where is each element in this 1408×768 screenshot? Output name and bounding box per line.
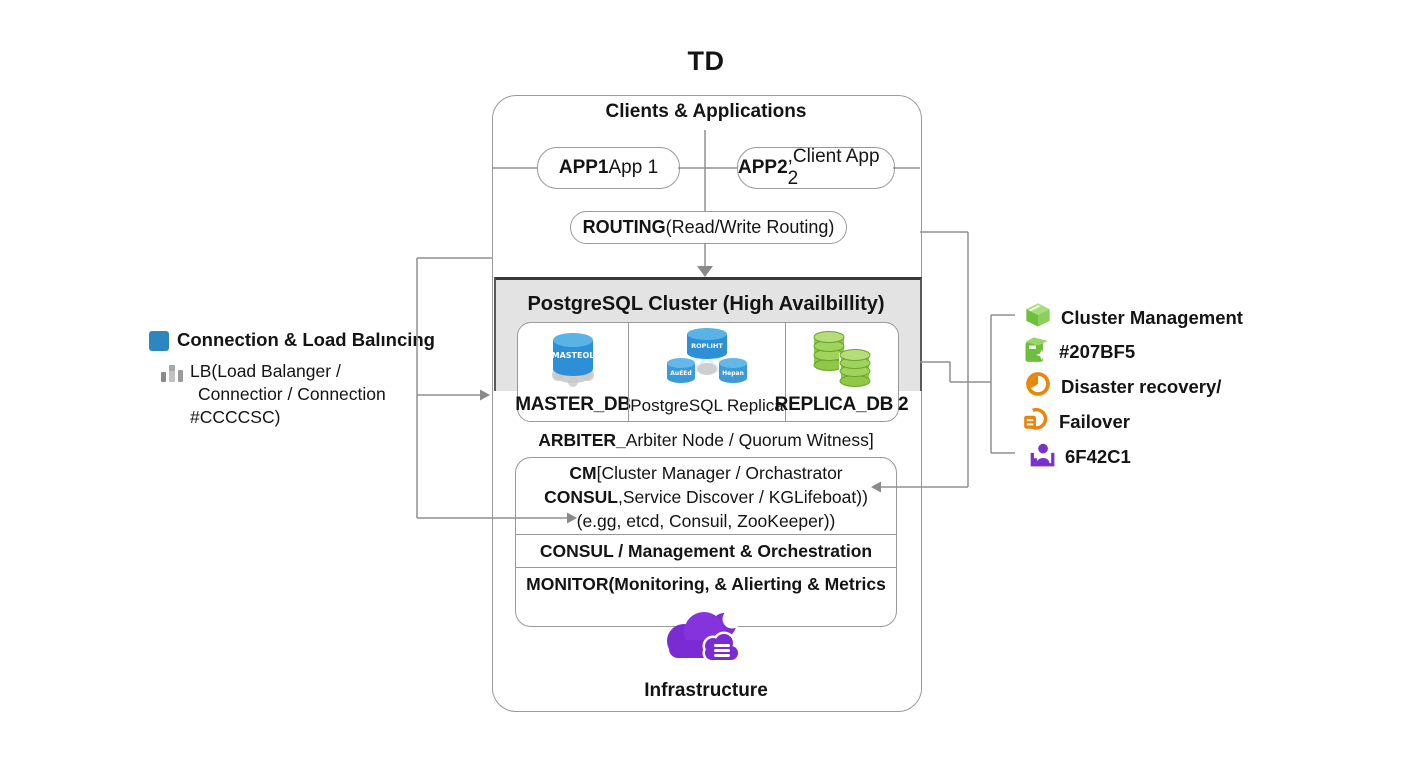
page-title: TD bbox=[687, 46, 725, 76]
legend-row-failover: Failover bbox=[1022, 405, 1130, 438]
replica-label: PostgreSQL Replica bbox=[630, 396, 784, 415]
app2-label-rest: ,Client App 2 bbox=[787, 146, 880, 189]
replica-cell: ROPLIHT AuEEd Hepan PostgreSQL Replica bbox=[628, 323, 785, 421]
app2-label-bold: APP2 bbox=[738, 157, 788, 178]
management-box: CM[Cluster Manager / Orchastrator CONSUL… bbox=[515, 457, 897, 627]
cm-line1-bold: CM bbox=[569, 463, 597, 483]
routing-label-rest: (Read/Write Routing) bbox=[665, 217, 835, 237]
master-db-cell: MASTEOL MASTER_DB bbox=[515, 323, 631, 421]
replica-icon-text-left: AuEEd bbox=[670, 370, 691, 377]
lb-bars-icon bbox=[161, 364, 185, 389]
cluster-header: PostgreSQL Cluster (High Availbillity) bbox=[527, 293, 885, 315]
legend-label: Failover bbox=[1059, 410, 1130, 432]
legend-row-cluster-management: Cluster Management bbox=[1024, 301, 1243, 334]
arbiter-label-bold: ARBITER_ bbox=[538, 430, 626, 450]
cm-line1-rest: [Cluster Manager / Orchastrator bbox=[596, 463, 843, 483]
legend-row-6f42c1: 6F42C1 bbox=[1028, 440, 1131, 473]
infrastructure-label: Infrastructure bbox=[644, 680, 768, 701]
legend-label: Cluster Management bbox=[1061, 306, 1243, 328]
failover-icon bbox=[1022, 405, 1050, 438]
user-icon bbox=[1028, 440, 1056, 473]
app1-box: APP1 App 1 bbox=[537, 147, 680, 189]
left-legend-title: Connection & Load Balıncing bbox=[177, 329, 435, 350]
package-icon bbox=[1022, 335, 1050, 368]
legend-row-207bf5: #207BF5 bbox=[1022, 335, 1135, 368]
arbiter-label-rest: Arbiter Node / Quorum Witness] bbox=[625, 430, 874, 450]
master-db-icon: MASTEOL bbox=[540, 327, 606, 394]
monitor-row: MONITOR(Monitoring, & Alierting & Metric… bbox=[526, 573, 886, 594]
consul-row: CONSUL / Management & Orchestration bbox=[516, 535, 896, 568]
legend-label: Disaster recovery/ bbox=[1061, 375, 1222, 397]
routing-label-bold: ROUTING bbox=[582, 217, 666, 237]
replica-icon-text-top: ROPLIHT bbox=[691, 342, 723, 350]
cm-line2-rest: ,Service Discover / KGLifeboat)) bbox=[617, 487, 868, 507]
cm-line1: CM[Cluster Manager / Orchastrator bbox=[516, 461, 896, 485]
cube-icon bbox=[1024, 301, 1052, 334]
routing-box: ROUTING(Read/Write Routing) bbox=[570, 211, 847, 244]
replica-db2-icon bbox=[810, 327, 874, 394]
clock-icon bbox=[1024, 370, 1052, 403]
lb-line1: LB(Load Balanger / bbox=[190, 361, 341, 381]
legend-label: 6F42C1 bbox=[1065, 445, 1131, 467]
cm-line2-bold: CONSUL bbox=[544, 487, 618, 507]
lb-line3: #CCCCSC) bbox=[190, 407, 281, 427]
replica-db-icon: ROPLIHT AuEEd Hepan bbox=[662, 327, 752, 396]
cm-line3: (e.gg, etcd, Consuil, ZooKeeper)) bbox=[576, 511, 836, 531]
master-db-label: MASTER_DB bbox=[515, 394, 631, 415]
database-row: MASTEOL MASTER_DB ROPLIHT bbox=[515, 322, 909, 422]
legend-row-disaster-recovery: Disaster recovery/ bbox=[1024, 370, 1221, 403]
app2-box: APP2,Client App 2 bbox=[737, 146, 895, 189]
replica2-label: REPLICA_DB 2 bbox=[774, 394, 909, 415]
arrow-right-into-cluster bbox=[480, 389, 490, 401]
lb-legend-text: LB(Load Balanger / Connectior / Connecti… bbox=[190, 360, 430, 429]
legend-label: #207BF5 bbox=[1059, 340, 1136, 362]
blue-square-icon bbox=[149, 331, 169, 351]
replica-icon-text-right: Hepan bbox=[722, 370, 744, 377]
cluster-manager-section: CM[Cluster Manager / Orchastrator CONSUL… bbox=[516, 458, 896, 535]
app1-label-bold: APP1 bbox=[558, 157, 609, 178]
cloud-icon bbox=[661, 609, 749, 677]
arbiter-row: ARBITER_Arbiter Node / Quorum Witness] bbox=[492, 430, 920, 451]
app1-label-rest: App 1 bbox=[608, 157, 659, 178]
replica2-cell: REPLICA_DB 2 bbox=[775, 323, 909, 421]
master-db-icon-text: MASTEOL bbox=[552, 351, 595, 360]
clients-header: Clients & Applications bbox=[605, 101, 807, 122]
cm-line2: CONSUL,Service Discover / KGLifeboat)) bbox=[516, 485, 896, 509]
lb-line2: Connectior / Connection bbox=[198, 384, 386, 404]
